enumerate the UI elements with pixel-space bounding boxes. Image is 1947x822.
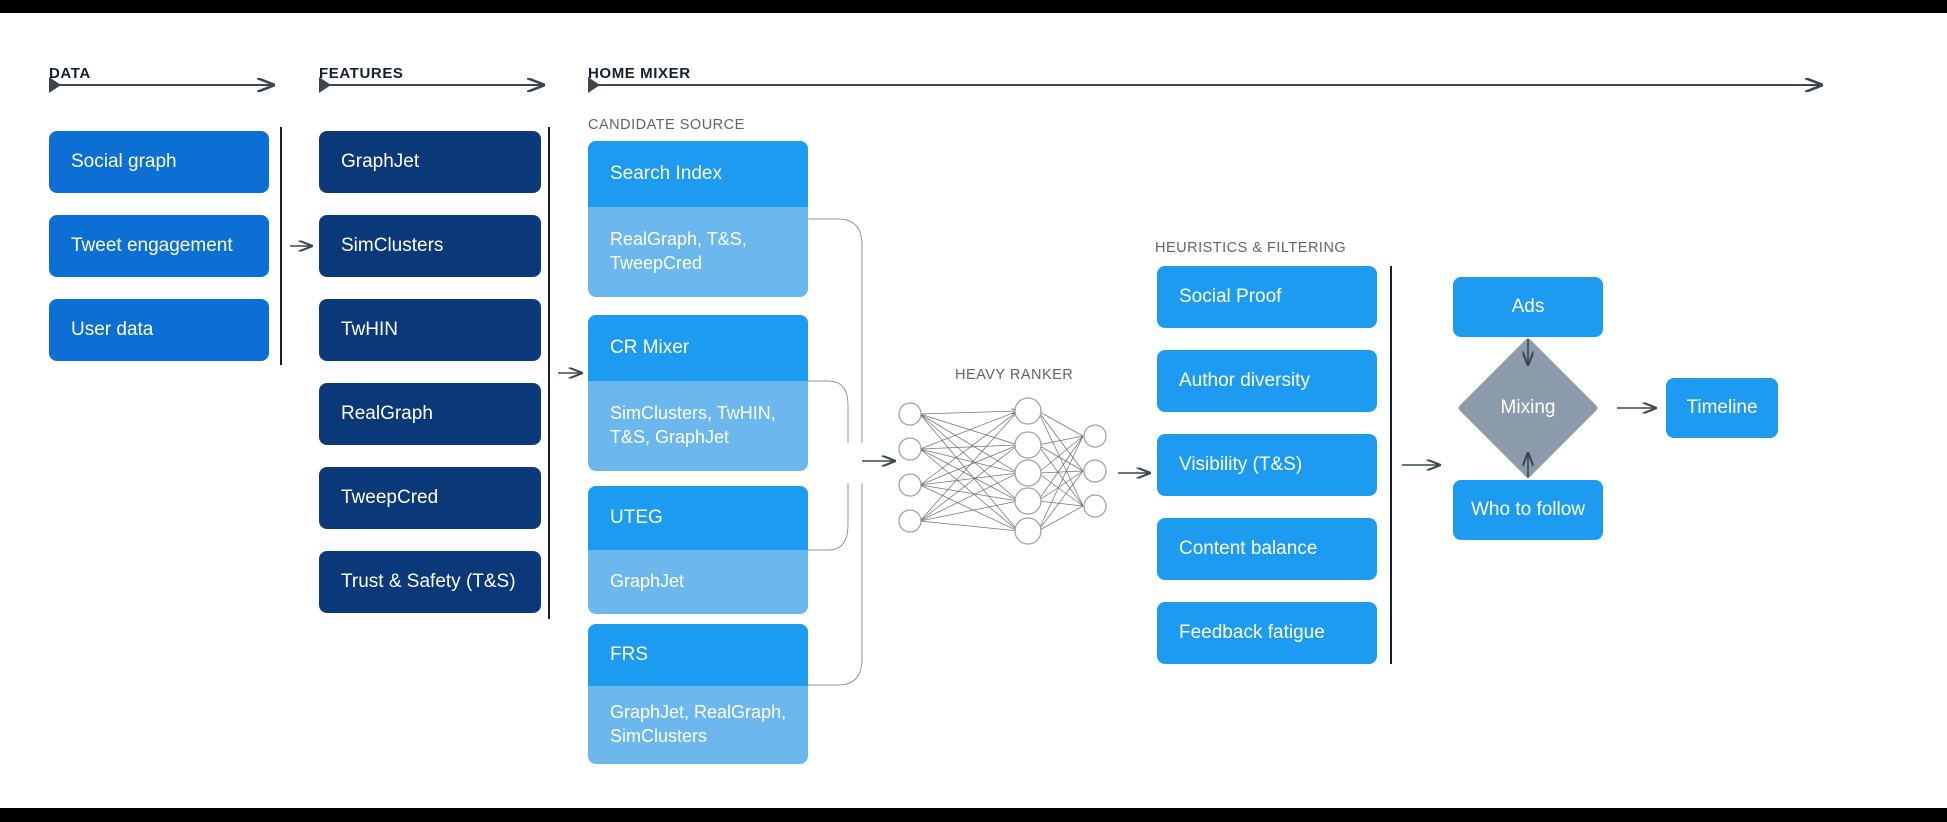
feature-box-label: GraphJet — [341, 151, 420, 172]
subsection-candidate-source: CANDIDATE SOURCE — [588, 117, 745, 133]
output-box-label: Ads — [1511, 296, 1545, 317]
section-title-home-mixer: HOME MIXER — [588, 65, 691, 82]
candidate-source-title: Search Index — [588, 141, 808, 207]
bottom-letterbox-bar — [0, 808, 1947, 822]
connector-uteg — [808, 483, 849, 551]
candidate-source-title: FRS — [588, 624, 808, 686]
section-title-data: DATA — [49, 65, 91, 82]
section-title-features: FEATURES — [319, 65, 404, 82]
divider-features-homemixer — [548, 127, 550, 619]
candidate-source-title: UTEG — [588, 486, 808, 550]
neural-network-edges-layer2 — [1037, 410, 1084, 532]
data-box-user-data[interactable]: User data — [49, 299, 269, 361]
heuristic-box-label: Author diversity — [1179, 370, 1310, 391]
feature-box-label: SimClusters — [341, 235, 444, 256]
candidate-source-features: GraphJet — [610, 571, 685, 592]
heuristic-box-label: Content balance — [1179, 538, 1318, 559]
heuristic-box-content-balance[interactable]: Content balance — [1157, 518, 1377, 580]
connector-search-index — [808, 218, 863, 443]
feature-box-label: RealGraph — [341, 403, 433, 424]
connector-frs — [808, 483, 863, 686]
neural-network-nodes — [898, 397, 1107, 545]
mixing-label: Mixing — [1500, 397, 1556, 418]
feature-box-label: TwHIN — [341, 319, 398, 340]
candidate-source-card-uteg[interactable]: UTEG GraphJet — [588, 486, 808, 614]
heuristic-box-feedback-fatigue[interactable]: Feedback fatigue — [1157, 602, 1377, 664]
candidate-source-features: SimClusters, TwHIN, T&S, GraphJet — [610, 403, 776, 447]
connector-cr-mixer — [808, 380, 849, 443]
feature-box-label: TweepCred — [341, 487, 439, 508]
output-box-timeline[interactable]: Timeline — [1666, 378, 1778, 438]
connectors-overlay — [49, 13, 1947, 686]
data-box-label: User data — [71, 319, 154, 340]
top-letterbox-bar — [0, 0, 1947, 13]
candidate-source-features: GraphJet, RealGraph, SimClusters — [610, 702, 787, 746]
heuristic-box-social-proof[interactable]: Social Proof — [1157, 266, 1377, 328]
data-box-label: Tweet engagement — [71, 235, 233, 256]
heuristic-box-visibility[interactable]: Visibility (T&S) — [1157, 434, 1377, 496]
output-box-label: Who to follow — [1470, 499, 1586, 520]
output-box-ads[interactable]: Ads — [1453, 277, 1603, 337]
feature-box-graphjet[interactable]: GraphJet — [319, 131, 541, 193]
feature-box-twhin[interactable]: TwHIN — [319, 299, 541, 361]
neural-network-edges-layer1 — [919, 411, 1018, 532]
feature-box-realgraph[interactable]: RealGraph — [319, 383, 541, 445]
heuristic-box-label: Social Proof — [1179, 286, 1282, 307]
data-box-tweet-engagement[interactable]: Tweet engagement — [49, 215, 269, 277]
candidate-source-card-frs[interactable]: FRS GraphJet, RealGraph, SimClusters — [588, 624, 808, 764]
heuristic-box-label: Visibility (T&S) — [1179, 454, 1303, 475]
feature-box-label: Trust & Safety (T&S) — [341, 571, 516, 592]
candidate-source-card-cr-mixer[interactable]: CR Mixer SimClusters, TwHIN, T&S, GraphJ… — [588, 315, 808, 471]
candidate-source-card-search-index[interactable]: Search Index RealGraph, T&S, TweepCred — [588, 141, 808, 297]
data-box-social-graph[interactable]: Social graph — [49, 131, 269, 193]
feature-box-tweepcred[interactable]: TweepCred — [319, 467, 541, 529]
subsection-heuristics: HEURISTICS & FILTERING — [1155, 240, 1347, 256]
feature-box-simclusters[interactable]: SimClusters — [319, 215, 541, 277]
candidate-source-title: CR Mixer — [588, 315, 808, 381]
feature-box-trust-safety[interactable]: Trust & Safety (T&S) — [319, 551, 541, 613]
divider-heuristics-output — [1390, 266, 1392, 664]
output-box-label: Timeline — [1686, 397, 1758, 418]
heuristic-box-label: Feedback fatigue — [1179, 622, 1325, 643]
subsection-heavy-ranker: HEAVY RANKER — [955, 367, 1074, 383]
candidate-source-features: RealGraph, T&S, TweepCred — [610, 229, 747, 273]
heuristic-box-author-diversity[interactable]: Author diversity — [1157, 350, 1377, 412]
output-box-who-to-follow[interactable]: Who to follow — [1453, 480, 1603, 540]
data-box-label: Social graph — [71, 151, 177, 172]
diagram-canvas: DATA FEATURES HOME MIXER CANDIDATE SOURC… — [0, 13, 1947, 808]
divider-data-features — [280, 127, 282, 365]
